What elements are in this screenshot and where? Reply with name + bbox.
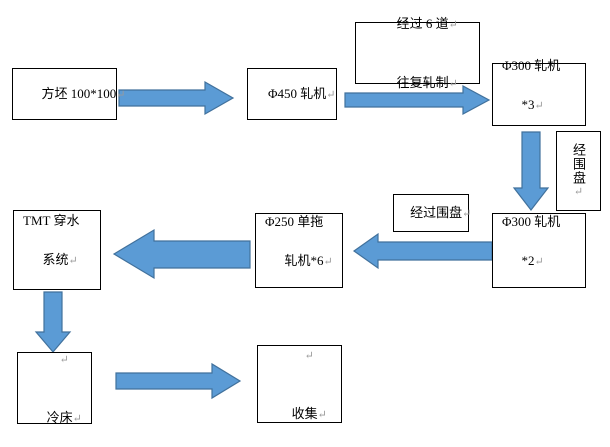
node-mill300x3[interactable]: Φ300 轧机 *3↵: [492, 58, 586, 126]
label-via-coil: 经过围盘↵: [393, 194, 471, 232]
connector-coolbed-to-collect: [114, 362, 242, 400]
pilcrow-mark: ↵: [572, 185, 584, 199]
node-mill250x6-line2: 轧机*6↵: [284, 252, 333, 268]
pilcrow-mark: ↵: [59, 354, 69, 366]
node-mill450-line1: Φ450 轧机↵: [268, 86, 336, 102]
label-coil-vertical: 经围盘↵: [556, 131, 601, 211]
label-six-pass-line2: 往复轧制↵: [396, 74, 458, 90]
node-mill300x3-line1: Φ300 轧机: [502, 57, 561, 73]
node-billet[interactable]: 方坯 100*100↵: [12, 68, 125, 120]
label-six-pass-line1: 经过 6 道↵: [396, 16, 458, 31]
connector-mill250x6-to-tmt: [112, 228, 252, 280]
pilcrow-mark: ↵: [323, 255, 333, 268]
pilcrow-mark: ↵: [68, 255, 78, 267]
pilcrow-mark: ↵: [534, 255, 544, 268]
pilcrow-mark: ↵: [448, 77, 458, 90]
label-coil-vertical-text: 经围盘↵: [571, 143, 586, 199]
connector-tmt-to-coolbed: [34, 290, 72, 354]
pilcrow-mark: ↵: [448, 19, 458, 31]
node-collect-line1: ↵: [285, 326, 314, 385]
pilcrow-mark: ↵: [534, 99, 544, 112]
node-mill250x6-line1: Φ250 单拖: [265, 213, 324, 229]
connector-mill450-to-mill300x3: [343, 84, 491, 116]
pilcrow-mark: ↵: [462, 208, 472, 221]
node-mill450[interactable]: Φ450 轧机↵: [247, 68, 337, 120]
node-tmt-line1: TMT 穿水: [23, 213, 80, 228]
node-mill300x2[interactable]: Φ300 轧机 *2↵: [492, 213, 586, 288]
label-six-pass: 经过 6 道↵ 往复轧制↵: [355, 16, 480, 90]
pilcrow-mark: ↵: [317, 408, 327, 421]
connector-mill300x3-to-mill300x2: [512, 130, 550, 212]
node-coolbed[interactable]: ↵ 冷床↵: [17, 352, 92, 425]
node-mill300x3-line2: *3↵: [521, 96, 544, 112]
node-coolbed-line1: ↵: [40, 330, 69, 389]
pilcrow-mark: ↵: [116, 89, 126, 102]
node-mill250x6[interactable]: Φ250 单拖 轧机*6↵: [255, 213, 343, 288]
node-coolbed-line2: 冷床↵: [46, 409, 82, 425]
pilcrow-mark: ↵: [326, 89, 336, 102]
node-mill300x2-line1: Φ300 轧机: [502, 213, 561, 229]
node-mill300x2-line2: *2↵: [521, 252, 544, 268]
node-billet-line1: 方坯 100*100↵: [41, 86, 126, 102]
node-tmt[interactable]: TMT 穿水 系统↵: [13, 210, 101, 290]
label-via-coil-line1: 经过围盘↵: [410, 205, 472, 221]
node-collect[interactable]: ↵ 收集↵: [257, 345, 342, 423]
node-tmt-line2: 系统↵: [42, 252, 78, 267]
connector-billet-to-mill450: [117, 80, 235, 116]
node-collect-line2: 收集↵: [291, 405, 327, 421]
pilcrow-mark: ↵: [72, 412, 82, 425]
flowchart-canvas: 方坯 100*100↵ Φ450 轧机↵ 经过 6 道↵ 往复轧制↵ Φ300 …: [12, 16, 601, 425]
pilcrow-mark: ↵: [304, 350, 314, 362]
